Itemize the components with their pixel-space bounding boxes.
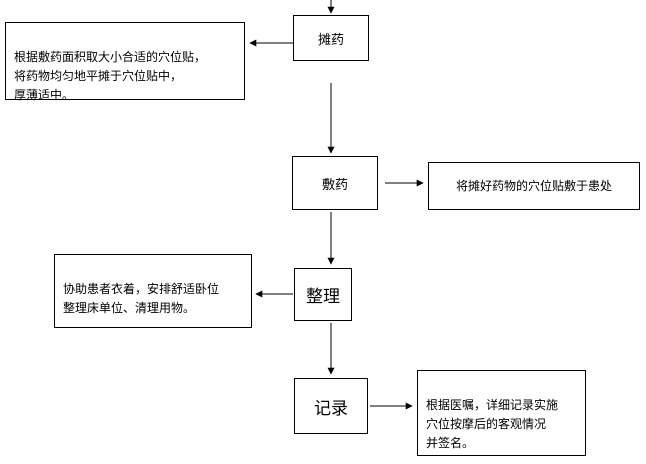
note-record-text: 根据医嘱，详细记录实施 穴位按摩后的客观情况 并签名。: [426, 398, 559, 450]
step-tidy-label: 整理: [306, 287, 340, 307]
step-record-label: 记录: [314, 398, 348, 419]
note-record-box: 根据医嘱，详细记录实施 穴位按摩后的客观情况 并签名。: [417, 370, 586, 456]
note-apply-text: 将摊好药物的穴位贴敷于患处: [455, 178, 612, 193]
step-spread-box: 摊药: [293, 15, 369, 61]
note-tidy-text: 协助患者衣着，安排舒适卧位 整理床单位、清理用物。: [63, 282, 220, 315]
step-spread-label: 摊药: [317, 32, 344, 48]
note-spread-text: 根据敷药面积取大小合适的穴位贴， 将药物均匀地平摊于穴位贴中， 厚薄适中。: [14, 50, 207, 102]
note-tidy-box: 协助患者衣着，安排舒适卧位 整理床单位、清理用物。: [54, 254, 252, 328]
note-spread-box: 根据敷药面积取大小合适的穴位贴， 将药物均匀地平摊于穴位贴中， 厚薄适中。: [5, 22, 245, 102]
step-apply-label: 敷药: [321, 177, 348, 193]
step-apply-box: 敷药: [292, 156, 378, 210]
step-tidy-box: 整理: [294, 268, 352, 321]
note-apply-box: 将摊好药物的穴位贴敷于患处: [428, 162, 640, 210]
step-record-box: 记录: [294, 378, 368, 434]
